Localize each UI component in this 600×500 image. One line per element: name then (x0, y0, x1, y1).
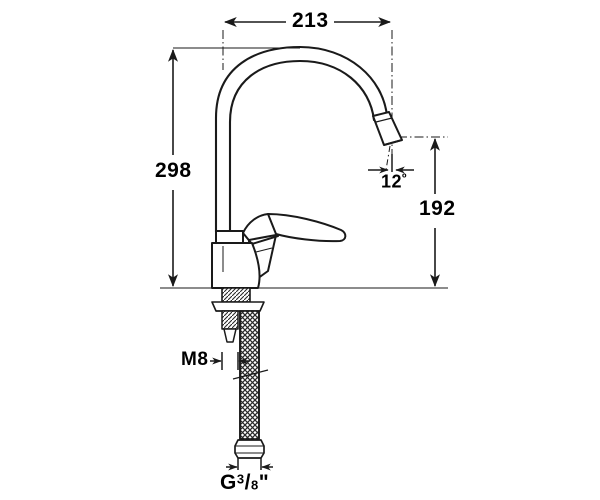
aerator-seam (375, 117, 393, 123)
degree-symbol: º (402, 171, 407, 185)
g38-numerator: 3 (236, 471, 245, 487)
mounting-stud (221, 310, 239, 343)
m8-leader (210, 352, 250, 370)
g38-inch-mark: " (258, 471, 270, 494)
base-assembly (211, 287, 265, 312)
thread-label-m8: M8 (181, 349, 209, 370)
stud-tip (223, 328, 237, 343)
hose-break-mark (232, 369, 269, 380)
gooseneck-spout (214, 45, 389, 234)
body-collar (215, 230, 244, 244)
stud-upper (221, 310, 239, 330)
dimension-label-reach: 213 (292, 9, 329, 32)
angle-marks-12deg (368, 154, 414, 174)
g38-prefix: G (220, 471, 237, 494)
thread-label-g38: G3/8" (220, 472, 269, 493)
dimension-label-overall-height: 298 (155, 159, 192, 182)
aerator-rim (383, 139, 403, 146)
spout-inner-profile (228, 59, 376, 234)
shank-block (221, 287, 251, 303)
hose-nut (234, 439, 265, 459)
hose-nut-body (234, 439, 265, 459)
handle-blade (267, 213, 347, 243)
handle-fold-2 (255, 247, 273, 253)
aerator-body (372, 111, 403, 146)
aerator-axis-tick (385, 145, 391, 171)
g38-leader (226, 458, 273, 471)
angle-label-12deg: 12º (381, 172, 407, 191)
handle-fold (251, 235, 279, 245)
dimension-label-spout-height: 192 (419, 197, 456, 220)
body-cylinder (211, 242, 261, 289)
lever-handle (242, 213, 347, 285)
spout-outer-profile (214, 45, 389, 234)
flexible-hose (232, 310, 269, 440)
dimension-lines (168, 17, 440, 288)
base-plate (211, 301, 265, 312)
aerator (372, 111, 403, 146)
g38-denominator: 8 (250, 477, 259, 493)
extension-lines (160, 30, 448, 289)
g38-slash: / (244, 471, 251, 494)
angle-value: 12 (381, 171, 403, 192)
